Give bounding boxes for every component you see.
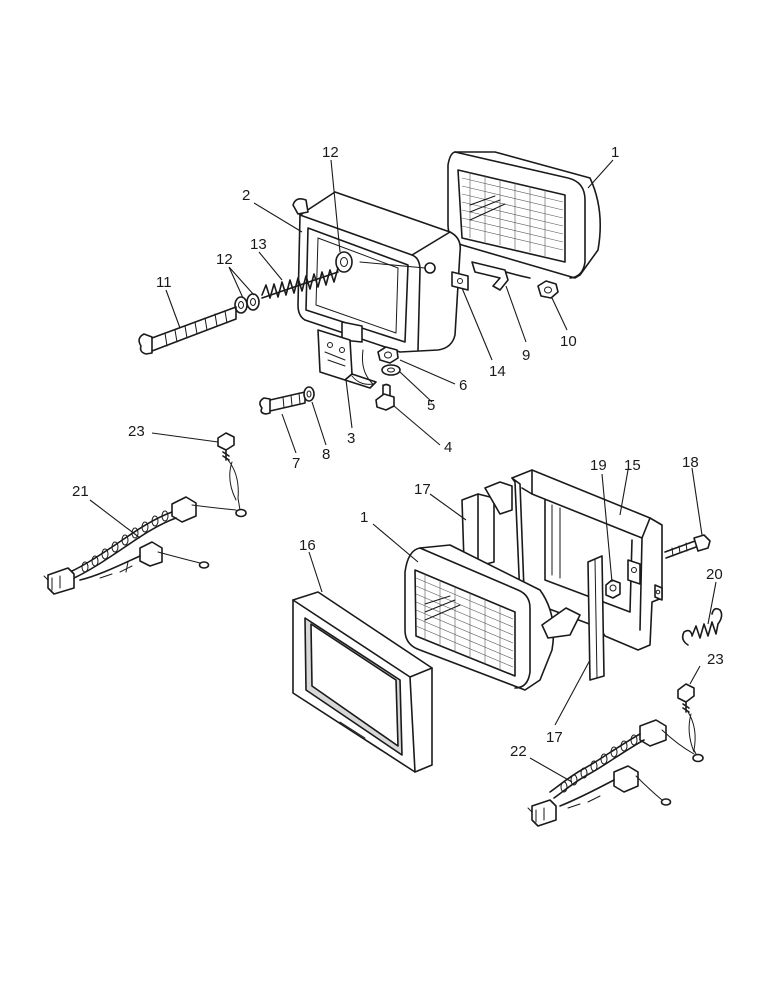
lamp-unit-lower [404, 544, 581, 691]
callout-13: 13 [250, 236, 267, 253]
mounting-arm-lower [587, 555, 605, 681]
frame-screw [664, 534, 711, 559]
bracket-clip [471, 261, 531, 291]
callout-22: 22 [510, 743, 527, 760]
callout-9: 9 [522, 347, 530, 364]
mounting-arm-top [461, 481, 513, 567]
callout-11: 11 [156, 274, 172, 291]
callout-3: 3 [347, 430, 355, 447]
callout-23-right: 23 [707, 651, 724, 668]
lamp-housing [292, 191, 462, 353]
callout-1-lower: 1 [360, 509, 368, 526]
callout-16: 16 [299, 537, 316, 554]
callout-1-upper: 1 [611, 144, 619, 161]
frame-bolt [605, 579, 621, 599]
tension-spring [681, 607, 723, 646]
callout-12-washers: 12 [216, 251, 233, 268]
nut-and-washer [377, 346, 401, 376]
grommet-top [335, 251, 353, 273]
callout-5: 5 [427, 397, 435, 414]
callout-10: 10 [560, 333, 577, 350]
mounting-bracket [317, 329, 377, 389]
lamp-unit-upper [447, 151, 602, 279]
lamp-frame [511, 469, 663, 651]
wiring-harness-left [43, 432, 247, 595]
nut-upper [537, 280, 559, 299]
adjusting-spring [261, 267, 339, 299]
callout-2: 2 [242, 187, 250, 204]
lamp-bezel [292, 591, 433, 773]
callout-19: 19 [590, 457, 607, 474]
callout-21: 21 [72, 483, 89, 500]
callout-17-lower: 17 [546, 729, 563, 746]
callout-8: 8 [322, 446, 330, 463]
callout-12-top: 12 [322, 144, 339, 161]
long-bolt [138, 306, 237, 355]
bolt-lower [259, 386, 315, 415]
small-bolt [375, 383, 395, 411]
washers [234, 293, 260, 314]
callout-labels: 1 2 12 12 13 11 14 9 10 6 5 4 3 8 7 23 2… [72, 144, 724, 760]
callout-6: 6 [459, 377, 467, 394]
callout-18: 18 [682, 454, 699, 471]
wiring-harness-right [527, 683, 704, 827]
callout-17-top: 17 [414, 481, 431, 498]
callout-15: 15 [624, 457, 641, 474]
callout-4: 4 [444, 439, 452, 456]
callout-7: 7 [292, 455, 300, 472]
callout-23-left: 23 [128, 423, 145, 440]
callout-20: 20 [706, 566, 723, 583]
leader-lines [89, 159, 717, 783]
callout-14: 14 [489, 363, 506, 380]
housing-tab [451, 271, 469, 291]
